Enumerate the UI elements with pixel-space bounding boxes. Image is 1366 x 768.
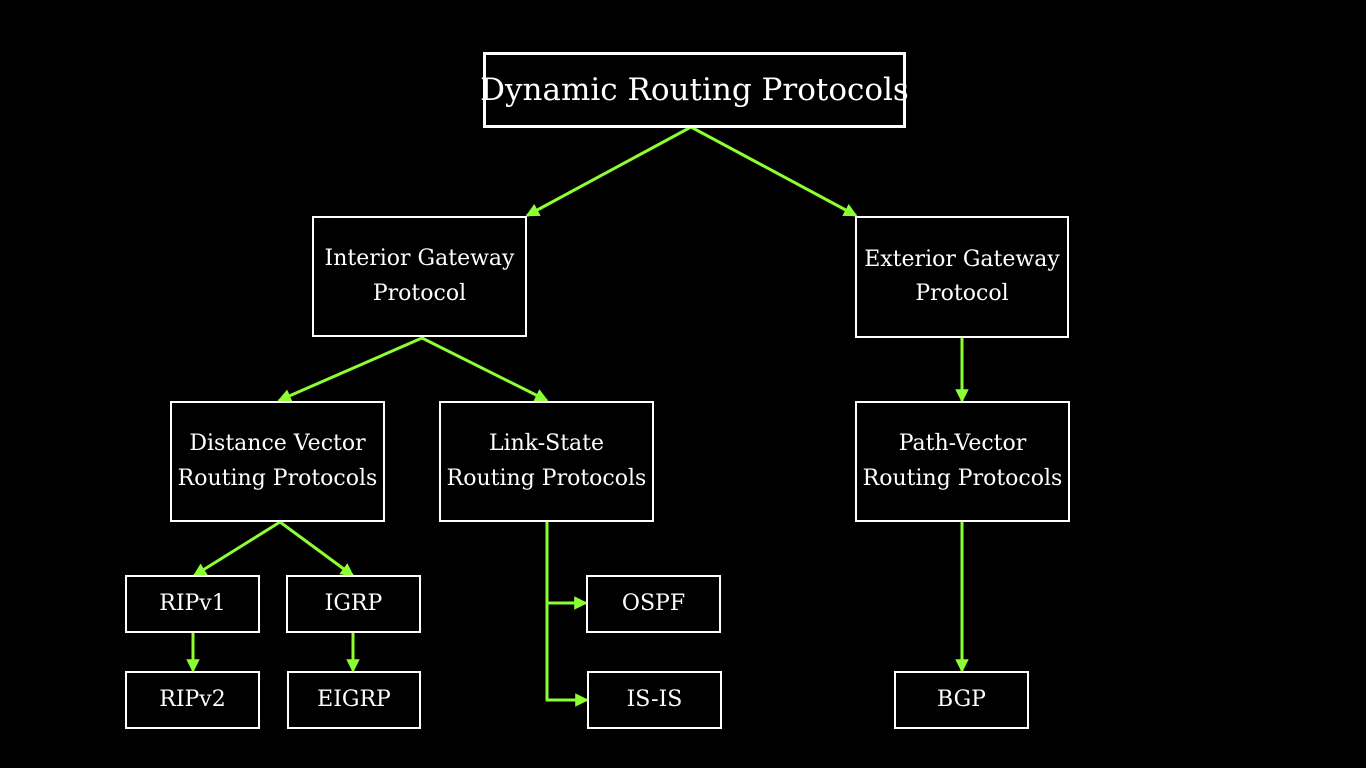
node-label-line-2: Routing Protocols: [446, 465, 647, 491]
node-label-line-1: EIGRP: [317, 686, 391, 712]
node-link-state-routing-protocols: Link-State Routing Protocols: [439, 401, 654, 522]
node-label-line-1: BGP: [937, 686, 986, 712]
node-dynamic-routing-protocols: Dynamic Routing Protocols: [480, 52, 909, 128]
node-distance-vector-routing-protocols: Distance Vector Routing Protocols: [170, 401, 385, 522]
node-eigrp: EIGRP: [287, 671, 421, 729]
node-label-line-1: RIPv1: [159, 590, 226, 616]
node-label-line-1: Path-Vector: [898, 431, 1027, 457]
node-ospf: OSPF: [586, 575, 721, 633]
node-label-line-1: Dynamic Routing Protocols: [480, 71, 909, 108]
node-ripv1: RIPv1: [125, 575, 260, 633]
node-label-line-1: Exterior Gateway: [864, 246, 1060, 272]
node-label-line-2: Protocol: [372, 280, 467, 306]
node-label-line-1: Interior Gateway: [324, 246, 515, 272]
node-exterior-gateway-protocol: Exterior Gateway Protocol: [855, 216, 1069, 338]
node-label-line-2: Protocol: [915, 281, 1009, 306]
edge-igp-to-distance-vector: [277, 336, 424, 402]
node-interior-gateway-protocol: Interior Gateway Protocol: [312, 216, 527, 337]
node-is-is: IS-IS: [587, 671, 722, 729]
node-label-line-1: RIPv2: [159, 686, 226, 712]
node-label-line-2: Routing Protocols: [862, 465, 1063, 491]
node-path-vector-routing-protocols: Path-Vector Routing Protocols: [855, 401, 1070, 522]
edge-distance-vector-to-igrp: [278, 520, 355, 577]
node-igrp: IGRP: [286, 575, 421, 633]
edge-igp-to-link-state: [420, 336, 549, 402]
node-bgp: BGP: [894, 671, 1029, 729]
node-label-line-1: Distance Vector: [189, 431, 366, 457]
node-ripv2: RIPv2: [125, 671, 260, 729]
node-label-line-1: IS-IS: [626, 686, 683, 712]
edge-distance-vector-to-ripv1: [192, 520, 282, 577]
edge-root-to-igp: [525, 125, 693, 217]
node-label-line-1: IGRP: [324, 590, 383, 616]
node-label-line-2: Routing Protocols: [177, 465, 378, 491]
node-label-line-1: OSPF: [621, 590, 686, 616]
edge-root-to-egp: [689, 125, 858, 217]
node-label-line-1: Link-State: [488, 431, 605, 457]
